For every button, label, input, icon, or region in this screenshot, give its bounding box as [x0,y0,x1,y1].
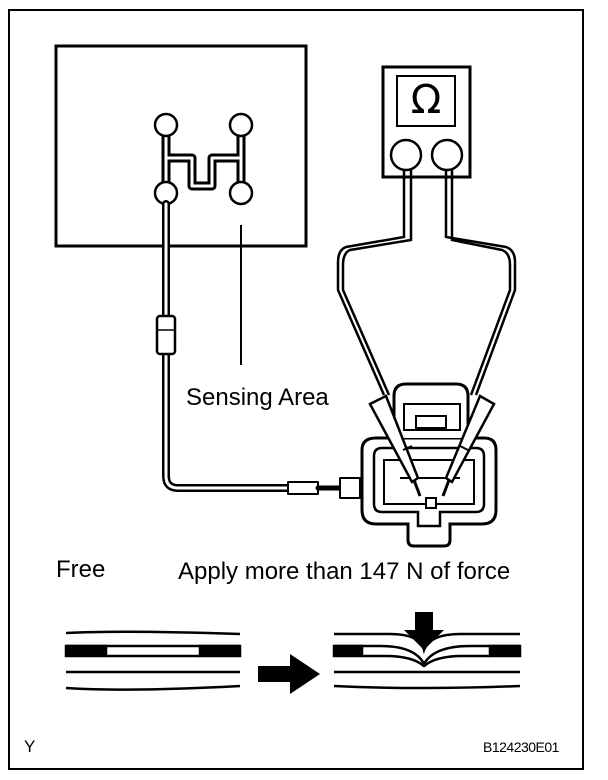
touch-sensor-icon [54,44,308,248]
test-probe-icon [368,394,496,497]
corner-mark: Y [24,737,36,756]
figure-frame [8,9,584,770]
figure-code: B124230E01 [483,739,559,755]
ohm-symbol: Ω [410,77,442,123]
sensor-pressed-section [332,632,522,690]
meter-leads [336,170,517,396]
apply-force-label: Apply more than 147 N of force [178,558,511,585]
sensor-free-section [64,630,242,691]
sensor-cable [155,200,361,499]
arrow-down-icon [404,612,444,650]
free-label: Free [56,556,106,583]
ohmmeter-icon [381,65,472,179]
sensing-area-label: Sensing Area [186,384,329,411]
arrow-right-icon [258,654,320,694]
